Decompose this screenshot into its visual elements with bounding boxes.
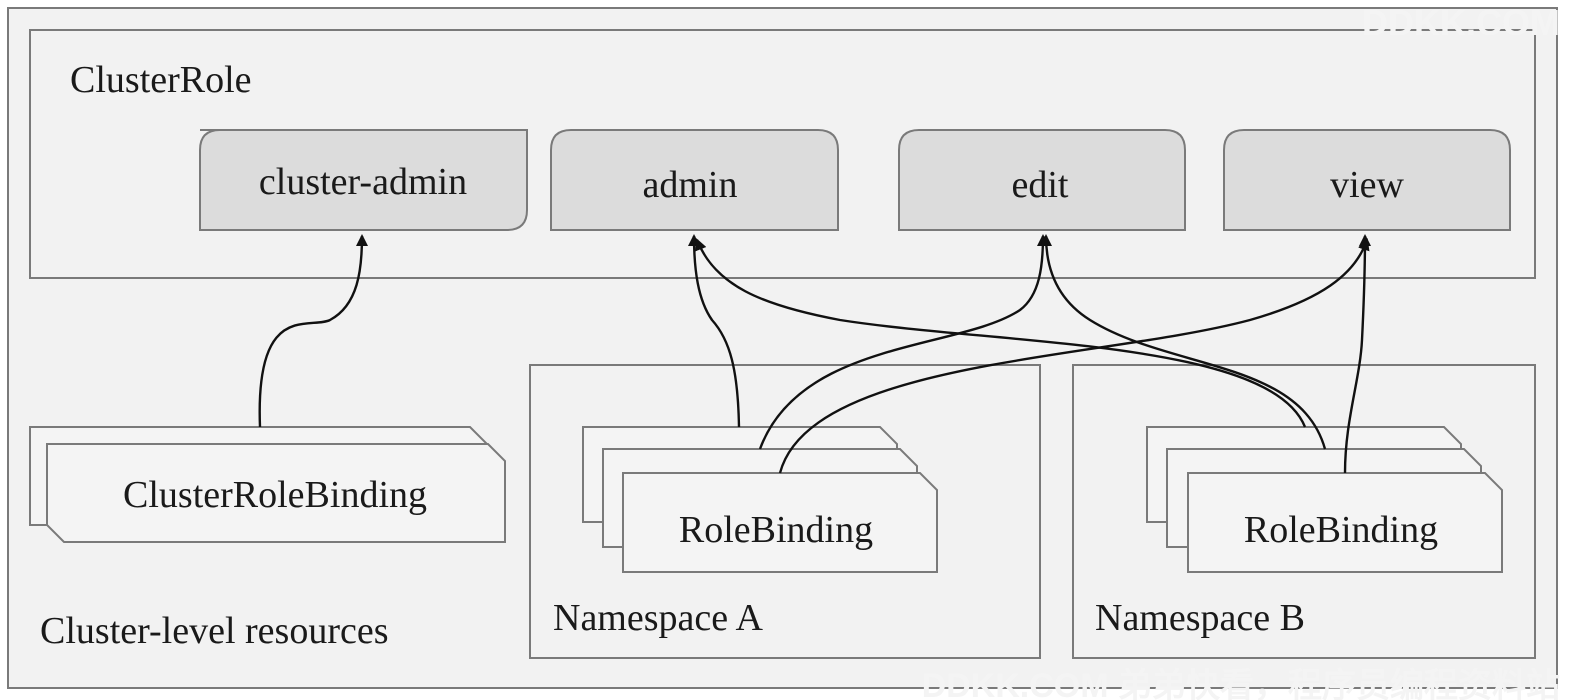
watermark-bottom: DDKK.COM 弟弟快看，程序员编程资料站 xyxy=(922,667,1560,700)
edge-namespace-a-to-view xyxy=(778,238,1370,474)
namespace-a-rolebinding-stack: RoleBinding xyxy=(582,426,938,573)
edge-namespace-a-to-admin xyxy=(688,234,741,428)
watermark-top: DDKK.COM xyxy=(1362,2,1560,43)
role-label-view: view xyxy=(1330,164,1404,206)
edge-namespace-b-to-edit xyxy=(1040,234,1327,450)
cluster-role-binding-label: ClusterRoleBinding xyxy=(123,474,427,516)
namespace-b-rolebinding-stack: RoleBinding xyxy=(1146,426,1503,573)
edge-clusterrolebinding-to-cluster-admin xyxy=(258,234,368,428)
namespace-b-rolebinding-label: RoleBinding xyxy=(1244,509,1438,551)
edge-namespace-b-to-view xyxy=(1343,234,1371,474)
namespace-b-label: Namespace B xyxy=(1095,597,1305,639)
cluster-role-binding-stack: ClusterRoleBinding xyxy=(29,426,506,543)
role-admin: admin xyxy=(550,129,839,231)
role-label-edit: edit xyxy=(1012,164,1069,206)
edge-namespace-b-to-admin xyxy=(695,238,1307,428)
role-label-cluster-admin: cluster-admin xyxy=(259,161,467,203)
namespace-a-label: Namespace A xyxy=(553,597,764,639)
role-cluster-admin: cluster-admin xyxy=(199,129,528,231)
role-view: view xyxy=(1223,129,1511,231)
namespace-a-rolebinding-label: RoleBinding xyxy=(679,509,873,551)
edge-namespace-a-to-edit xyxy=(758,234,1049,450)
role-edit: edit xyxy=(898,129,1186,231)
cluster-role-title: ClusterRole xyxy=(70,59,252,101)
cluster-level-label: Cluster-level resources xyxy=(40,610,389,652)
role-label-admin: admin xyxy=(643,164,738,206)
